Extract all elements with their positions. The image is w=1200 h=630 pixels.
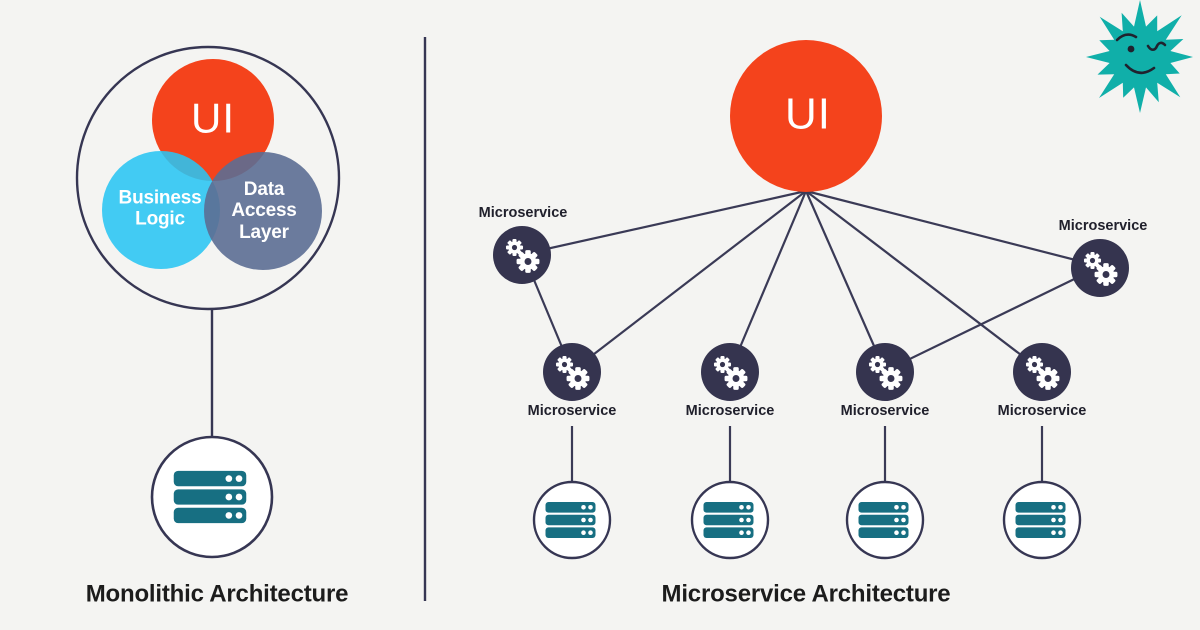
microservice-diagram xyxy=(493,40,1129,560)
server-stack-icon xyxy=(703,502,754,538)
mascot-face xyxy=(1115,33,1167,75)
monolith-database-node xyxy=(150,435,274,559)
monolith-diagram xyxy=(75,45,341,559)
microservice-database-node xyxy=(845,480,925,560)
server-stack-icon xyxy=(173,470,247,524)
microservice-node xyxy=(856,343,914,401)
microservice-node xyxy=(1071,239,1129,297)
microservice-database-node xyxy=(690,480,770,560)
microservice-node xyxy=(493,226,551,284)
eyebrow-icon xyxy=(1115,33,1138,42)
server-stack-icon xyxy=(1015,502,1066,538)
eye-icon xyxy=(1127,45,1135,53)
mascot-starburst xyxy=(1086,0,1193,113)
winking-eye-icon xyxy=(1146,41,1167,52)
microservice-node xyxy=(1013,343,1071,401)
microservice-ui-circle xyxy=(730,40,882,192)
microservice-node xyxy=(543,343,601,401)
microservice-node xyxy=(701,343,759,401)
microservice-database-node xyxy=(1002,480,1082,560)
edge-lines xyxy=(522,189,1100,483)
server-stack-icon xyxy=(858,502,909,538)
venn-business-logic-circle xyxy=(102,151,220,269)
venn-ui-circle xyxy=(152,59,274,181)
venn-data-access-circle xyxy=(204,152,322,270)
microservice-database-node xyxy=(532,480,612,560)
server-stack-icon xyxy=(545,502,596,538)
monolith-boundary-circle xyxy=(75,45,341,311)
smile-icon xyxy=(1124,63,1156,75)
